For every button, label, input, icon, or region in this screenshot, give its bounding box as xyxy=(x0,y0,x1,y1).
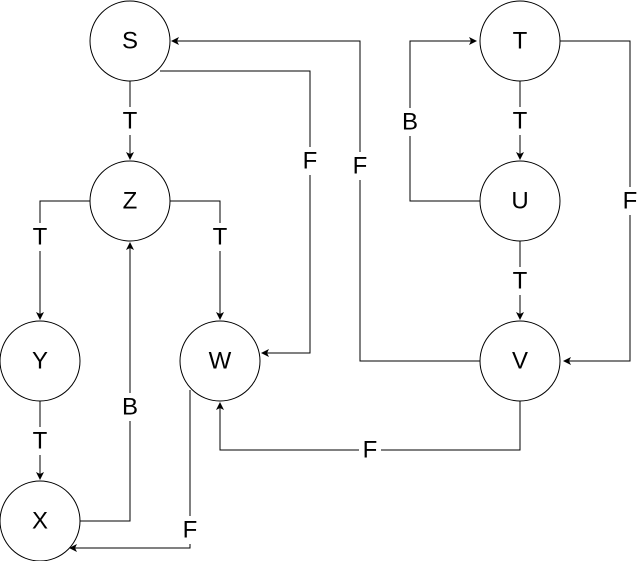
edge-label-z-w: T xyxy=(213,224,228,251)
node-label-z: Z xyxy=(123,188,138,215)
edge-t-v: F xyxy=(560,40,640,365)
edge-v-w: F xyxy=(216,401,521,464)
node-label-w: W xyxy=(209,348,232,375)
edge-label-background xyxy=(119,393,141,421)
edge-line-x-z xyxy=(80,242,134,522)
node-label-v: V xyxy=(512,348,528,375)
node-label-u: U xyxy=(511,188,528,215)
edge-label-background xyxy=(509,267,531,295)
edge-label-background xyxy=(29,223,51,251)
edge-z-w: T xyxy=(170,200,231,320)
node-circle xyxy=(179,320,261,402)
node-y: Y xyxy=(0,320,81,402)
edge-label-x-z: B xyxy=(122,394,138,421)
edge-z-y: T xyxy=(29,200,90,320)
edge-label-s-z: T xyxy=(123,108,138,135)
node-u: U xyxy=(479,160,561,242)
edge-line-w-x xyxy=(69,390,191,552)
edge-label-background xyxy=(619,187,640,215)
edge-v-s: F xyxy=(171,37,480,362)
edges-layer: T F T T T B F T B F T F F xyxy=(29,37,640,552)
node-circle xyxy=(0,320,81,402)
node-label-t: T xyxy=(513,28,528,55)
edge-label-background xyxy=(119,107,141,135)
node-circle xyxy=(89,0,171,82)
node-circle xyxy=(89,160,171,242)
edge-label-background xyxy=(399,108,421,136)
edge-label-t-u: T xyxy=(513,108,528,135)
edge-label-background xyxy=(179,516,201,544)
node-x: X xyxy=(0,480,81,561)
edge-t-u: T xyxy=(509,81,531,160)
edge-label-background xyxy=(209,223,231,251)
edge-label-u-t: B xyxy=(402,109,418,136)
node-s: S xyxy=(89,0,171,82)
edge-label-y-x: T xyxy=(33,428,48,455)
edge-s-z: T xyxy=(119,81,141,160)
edge-w-x: F xyxy=(69,390,201,552)
edge-label-t-v: F xyxy=(623,188,638,215)
node-label-s: S xyxy=(122,28,138,55)
edge-line-s-w xyxy=(160,70,311,357)
edge-line-z-y xyxy=(36,200,90,320)
edge-label-background xyxy=(299,147,321,175)
edge-label-background xyxy=(29,427,51,455)
nodes-layer: S Z Y X W T U V xyxy=(0,0,561,561)
edge-label-s-w: F xyxy=(303,148,318,175)
edge-label-background xyxy=(509,107,531,135)
node-label-y: Y xyxy=(32,348,48,375)
edge-label-u-v: T xyxy=(513,268,528,295)
node-t: T xyxy=(479,0,561,82)
node-label-x: X xyxy=(32,508,48,535)
edge-u-t: B xyxy=(399,37,480,202)
edge-s-w: F xyxy=(160,70,321,357)
node-circle xyxy=(479,0,561,82)
edge-u-v: T xyxy=(509,241,531,320)
edge-line-v-s xyxy=(171,37,480,362)
node-circle xyxy=(479,320,561,402)
edge-y-x: T xyxy=(29,401,51,480)
node-w: W xyxy=(179,320,261,402)
node-circle xyxy=(0,480,81,561)
edge-label-background xyxy=(359,436,381,464)
node-circle xyxy=(479,160,561,242)
node-v: V xyxy=(479,320,561,402)
edge-label-v-s: F xyxy=(353,153,368,180)
edge-x-z: B xyxy=(80,242,141,522)
node-z: Z xyxy=(89,160,171,242)
edge-label-z-y: T xyxy=(33,224,48,251)
edge-line-z-w xyxy=(170,200,224,320)
edge-label-background xyxy=(349,152,371,180)
edge-label-v-w: F xyxy=(363,437,378,464)
edge-label-w-x: F xyxy=(183,517,198,544)
